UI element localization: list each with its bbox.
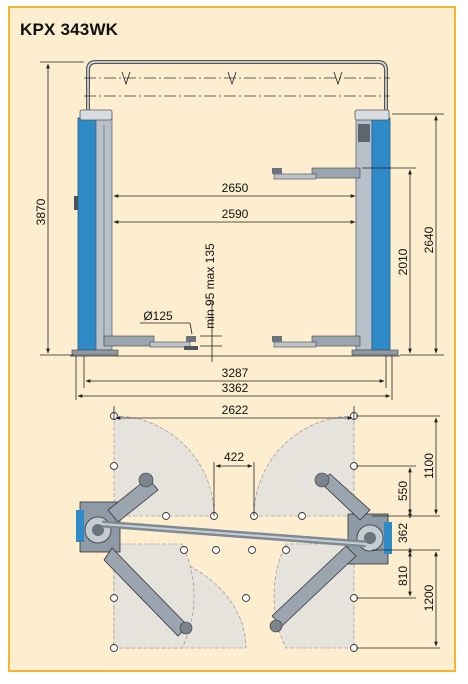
- right-upper-arm: [272, 167, 361, 180]
- right-sweep-area: [253, 415, 355, 517]
- dim-column-height: 2640: [422, 226, 436, 253]
- plan-view: 2622 422 550 1100 362 810 1200: [76, 403, 440, 652]
- dim-height-total: 3870: [34, 198, 48, 225]
- dim-arm-gap: 422: [224, 450, 244, 464]
- dim-362: 362: [396, 523, 410, 543]
- left-column: [71, 109, 119, 356]
- dim-810: 810: [396, 566, 410, 586]
- dim-pad-diameter: Ø125: [143, 309, 173, 323]
- dim-width-overall: 3362: [222, 381, 249, 395]
- model-title: KPX 343WK: [20, 20, 119, 39]
- right-lower-arm: [272, 335, 361, 348]
- left-lower-arm: [103, 335, 198, 350]
- dim-1200: 1200: [422, 584, 436, 611]
- dim-inner-width-top: 2650: [222, 181, 249, 195]
- dim-550: 550: [396, 481, 410, 501]
- dim-width-outer: 3287: [222, 366, 249, 380]
- right-column: [351, 109, 399, 356]
- right-base-assembly: [269, 472, 392, 633]
- dim-inner-width: 2590: [222, 207, 249, 221]
- overhead-bar: [86, 60, 388, 118]
- dim-lift-height: 2010: [396, 248, 410, 275]
- dim-pad-height: min 95 max 135: [203, 243, 217, 329]
- dim-base-width: 2622: [222, 403, 249, 417]
- dim-1100: 1100: [422, 453, 436, 479]
- side-view: 3870 2650 2590 min 95 max 135 Ø125 2010 …: [34, 60, 444, 400]
